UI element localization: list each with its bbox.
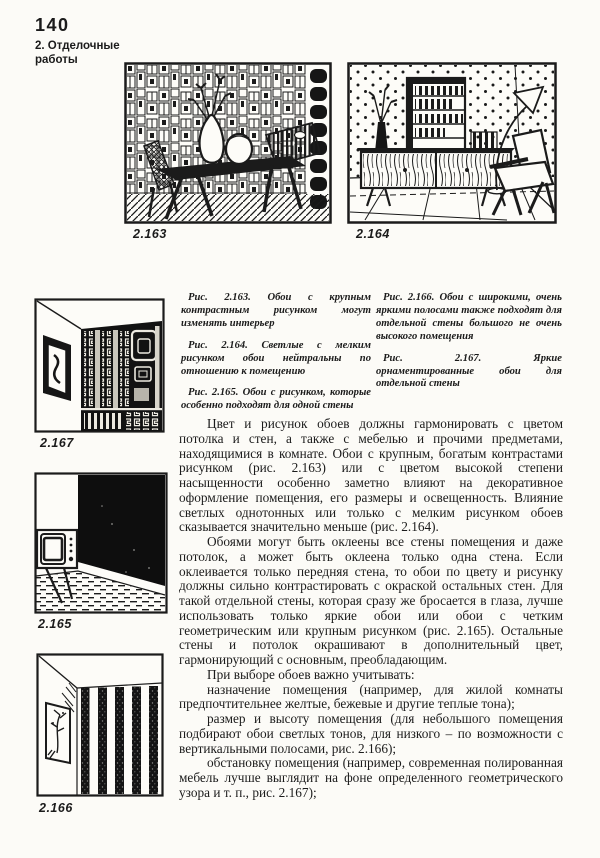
wall-specks bbox=[101, 505, 150, 573]
striped-wallpaper bbox=[81, 686, 158, 794]
figure-2165-illustration bbox=[34, 472, 168, 614]
ceiling-line bbox=[36, 300, 82, 330]
body-paragraph: назначение помещения (например, для жило… bbox=[179, 681, 563, 712]
figure-2166-label: 2.166 bbox=[39, 801, 73, 815]
television bbox=[35, 528, 79, 604]
dark-accent-wall bbox=[78, 475, 165, 586]
tv-leg bbox=[62, 567, 74, 600]
figure-2164 bbox=[347, 62, 557, 224]
wall-top-line bbox=[76, 682, 163, 689]
vase-with-branches bbox=[187, 73, 232, 164]
body-paragraph: обстановку помещения (например, современ… bbox=[179, 755, 563, 800]
wallpaper-motifs bbox=[81, 326, 162, 430]
hatched-floor bbox=[127, 194, 329, 221]
figure-2167-illustration bbox=[34, 298, 165, 433]
figure-2164-label: 2.164 bbox=[356, 227, 390, 241]
figure-2166 bbox=[36, 653, 164, 797]
figure-2167-label: 2.167 bbox=[40, 436, 74, 450]
figure-2163-label: 2.163 bbox=[133, 227, 167, 241]
caption-column-left: Рис. 2.163. Обои с крупным контрастным р… bbox=[181, 292, 371, 422]
page-number: 140 bbox=[35, 15, 70, 35]
caption-2167: Рис. 2.167. Яркие орнаментированные обои… bbox=[376, 352, 562, 390]
caption-2165: Рис. 2.165. Обои с рисунком, которые осо… bbox=[181, 387, 371, 412]
figure-2167 bbox=[34, 298, 165, 433]
figure-2163-illustration bbox=[124, 62, 332, 224]
figure-2165 bbox=[34, 472, 168, 614]
bookcase bbox=[405, 76, 467, 154]
figure-2163 bbox=[124, 62, 332, 224]
body-text: Цвет и рисунок обоев должны гармонироват… bbox=[179, 416, 563, 801]
armchair bbox=[489, 128, 556, 216]
section-heading: 2. Отделочные работы bbox=[35, 40, 120, 66]
sideboard bbox=[357, 148, 515, 207]
body-paragraph: При выборе обоев важно учитывать: bbox=[207, 666, 415, 682]
striped-chair-back bbox=[264, 121, 322, 167]
figure-2165-label: 2.165 bbox=[38, 617, 72, 631]
caption-2163: Рис. 2.163. Обои с крупным контрастным р… bbox=[181, 292, 371, 329]
chair bbox=[143, 140, 179, 218]
dining-table bbox=[156, 156, 306, 220]
caption-column-right: Рис. 2.166. Обои с широкими, очень ярким… bbox=[376, 292, 562, 400]
framed-picture bbox=[43, 335, 71, 401]
twig-vase bbox=[368, 84, 398, 152]
body-paragraph: размер и высоту помещения (для небольшог… bbox=[179, 711, 563, 756]
round-pot bbox=[224, 132, 254, 166]
corner-hatching bbox=[61, 682, 77, 713]
ceiling-line bbox=[38, 655, 78, 689]
body-paragraph: Обоями могут быть оклеены все стены поме… bbox=[179, 534, 563, 667]
tv-leg bbox=[44, 567, 64, 604]
framed-picture bbox=[45, 701, 71, 765]
figure-2166-illustration bbox=[36, 653, 164, 797]
body-paragraph: Цвет и рисунок обоев должны гармонироват… bbox=[179, 416, 563, 535]
caption-2166: Рис. 2.166. Обои с широкими, очень ярким… bbox=[376, 292, 562, 342]
figure-2164-illustration bbox=[347, 62, 557, 224]
floor-lamp bbox=[487, 85, 545, 195]
caption-2164: Рис. 2.164. Светлые с мелким рисунком об… bbox=[181, 339, 371, 377]
